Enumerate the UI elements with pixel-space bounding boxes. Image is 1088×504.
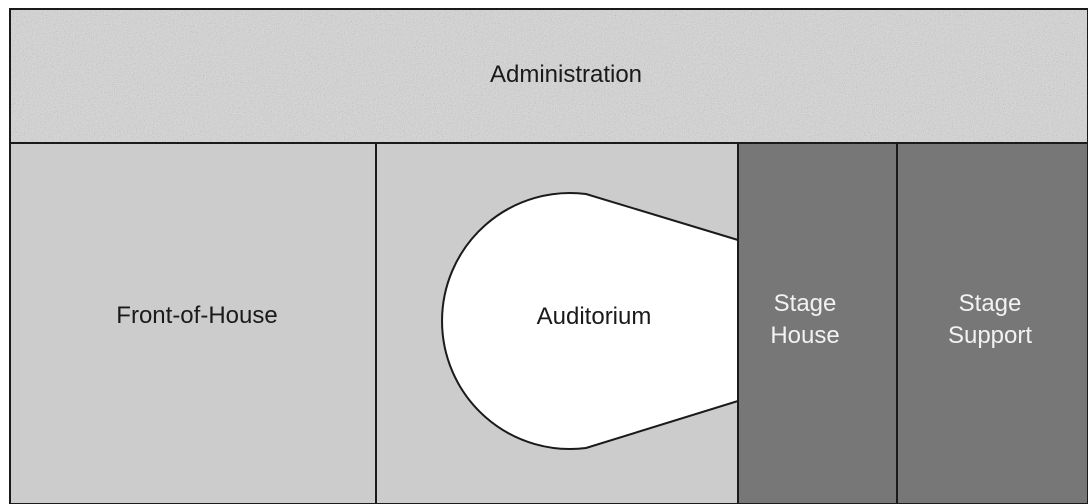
administration-label: Administration [490,61,642,88]
stage-house-label-line2: House [770,322,839,349]
stage-support-label-line1: Stage [959,290,1022,317]
stage-support-label-line2: Support [948,322,1032,349]
stage-house-zone: Stage House [737,142,898,504]
front-of-house-zone: Front-of-House [9,142,377,504]
administration-zone: Administration [9,8,1088,144]
stage-house-label-line1: Stage [774,290,837,317]
auditorium-seating-shape [441,192,739,450]
front-of-house-zone-fill [9,142,377,504]
front-of-house-label: Front-of-House [116,302,277,329]
auditorium-label: Auditorium [537,303,652,330]
stage-house-zone-fill [737,142,898,504]
stage-support-zone-fill [896,142,1088,504]
auditorium-zone: Auditorium [375,142,739,504]
stage-support-zone: Stage Support [896,142,1088,504]
administration-zone-texture [11,10,1087,142]
